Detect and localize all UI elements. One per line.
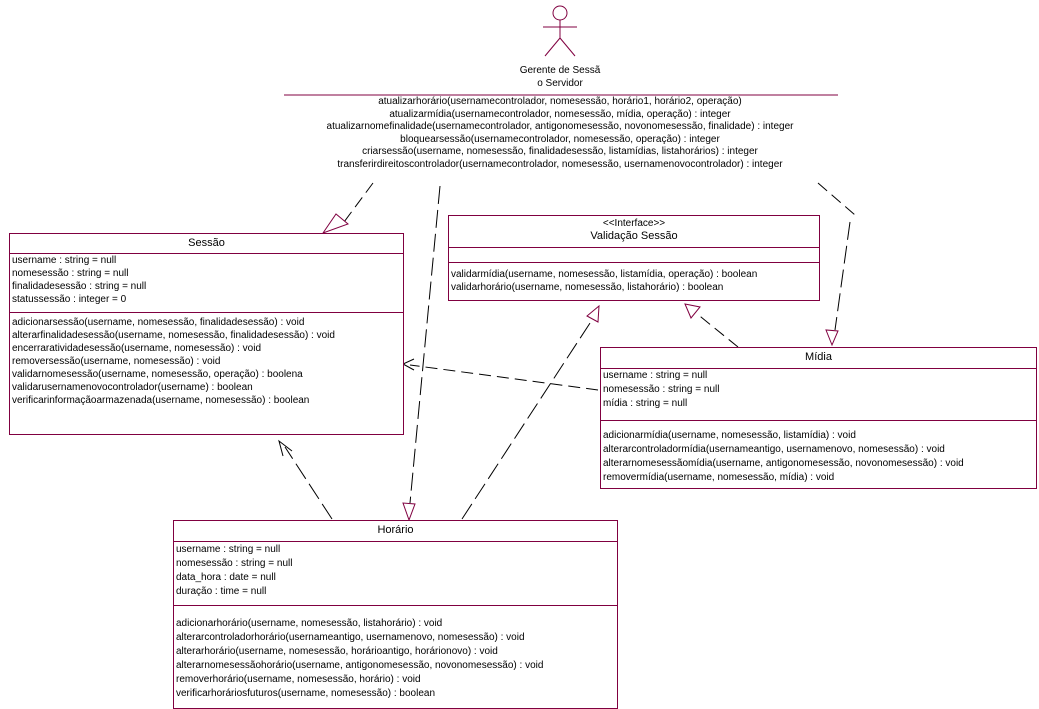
actor-name-line2: o Servidor [537,78,583,89]
attribute: nomesessão : string = null [12,268,129,279]
interface-name: Validação Sessão [590,230,678,242]
connector-actor-midia-2 [834,221,851,331]
operation: alterarcontroladormídia(usernameantigo, … [603,444,945,455]
realization-arrowhead [684,303,701,319]
actor-operation: atualizarnomefinalidade(usernamecontrola… [326,121,794,132]
class-separator [449,262,819,263]
operation: alterarnomesessãomídia(username, antigon… [603,458,964,469]
operation: removermídia(username, nomesessão, mídia… [603,472,835,483]
dependency-arrowhead [401,358,415,371]
operation: validarmídia(username, nomesessão, lista… [451,269,758,280]
attribute: data_hora : date = null [176,572,276,583]
class-name: Horário [377,524,414,536]
realization-arrowhead [321,213,349,234]
class-separator [10,253,403,254]
attribute: statussessão : integer = 0 [12,294,127,305]
operation: encerraratividadesessão(username, nomese… [12,343,262,354]
operation: validarhorário(username, nomesessão, lis… [451,282,724,293]
class-separator [174,541,617,542]
dependency-arrowhead [278,439,293,457]
connector-midia-sessao [409,364,599,391]
operation: verificarhoráriosfuturos(username, nomes… [176,688,436,699]
class-separator [601,420,1036,421]
realization-arrowhead [586,304,600,323]
class-separator [174,605,617,606]
realization-arrowhead [402,502,416,522]
class-horario[interactable]: Horário username : string = null nomeses… [173,520,618,709]
connector-actor-sessao [343,182,374,223]
class-midia[interactable]: Mídia username : string = null nomesessã… [600,347,1037,489]
actor-figure-icon [543,5,577,57]
attribute: nomesessão : string = null [603,384,720,395]
connector-horario-sessao [284,446,333,520]
class-separator [601,368,1036,369]
operation: removerhorário(username, nomesessão, hor… [176,674,421,685]
actor-name-line1: Gerente de Sessã [519,65,601,76]
operation: validarusernamenovocontrolador(username)… [12,382,253,393]
actor-operations: atualizarhorário(usernamecontrolador, no… [270,96,850,171]
operation: validarnomesessão(username, nomesessão, … [12,369,303,380]
class-sessao[interactable]: Sessão username : string = null nomesess… [9,233,404,435]
class-separator [10,312,403,313]
connector-horario-validacao [461,319,593,520]
operation: adicionarmídia(username, nomesessão, lis… [603,430,856,441]
operation: alterarhorário(username, nomesessão, hor… [176,646,498,657]
operation: alterarcontroladorhorário(usernameantigo… [176,632,525,643]
operation: alterarfinalidadesessão(username, nomese… [12,330,335,341]
attribute: mídia : string = null [603,398,688,409]
operation: adicionarhorário(username, nomesessão, l… [176,618,443,629]
attribute: username : string = null [603,370,708,381]
actor-operation: criarsessão(username, nomesessão, finali… [362,146,758,157]
operation: verificarinformaçãoarmazenada(username, … [12,395,310,406]
interface-stereotype: <<Interface>> [602,218,666,229]
actor-operation: atualizarmídia(usernamecontrolador, nome… [389,108,731,120]
operation: removersessão(username, nomesessão) : vo… [12,356,221,367]
operation: alterarnomesessãohorário(username, antig… [176,660,544,671]
connector-midia-validacao [695,312,739,348]
operation: adicionarsessão(username, nomesessão, fi… [12,317,305,328]
interface-validacao-sessao[interactable]: <<Interface>> Validação Sessão validarmí… [448,215,820,301]
actor-operation: transferirdireitoscontrolador(usernameco… [337,158,783,170]
class-separator [449,247,819,248]
attribute: duração : time = null [176,586,267,597]
realization-arrowhead [825,329,839,347]
attribute: nomesessão : string = null [176,558,293,569]
connector-actor-midia [817,182,856,216]
attribute: username : string = null [12,255,117,266]
class-name: Mídia [805,351,832,363]
attribute: finalidadesessão : string = null [12,281,147,292]
attribute: username : string = null [176,544,281,555]
actor-operation: bloquearsessão(usernamecontrolador, nome… [400,133,720,145]
class-name: Sessão [188,237,225,249]
actor-operation: atualizarhorário(usernamecontrolador, no… [378,96,742,107]
connector-actor-horario [409,185,441,504]
